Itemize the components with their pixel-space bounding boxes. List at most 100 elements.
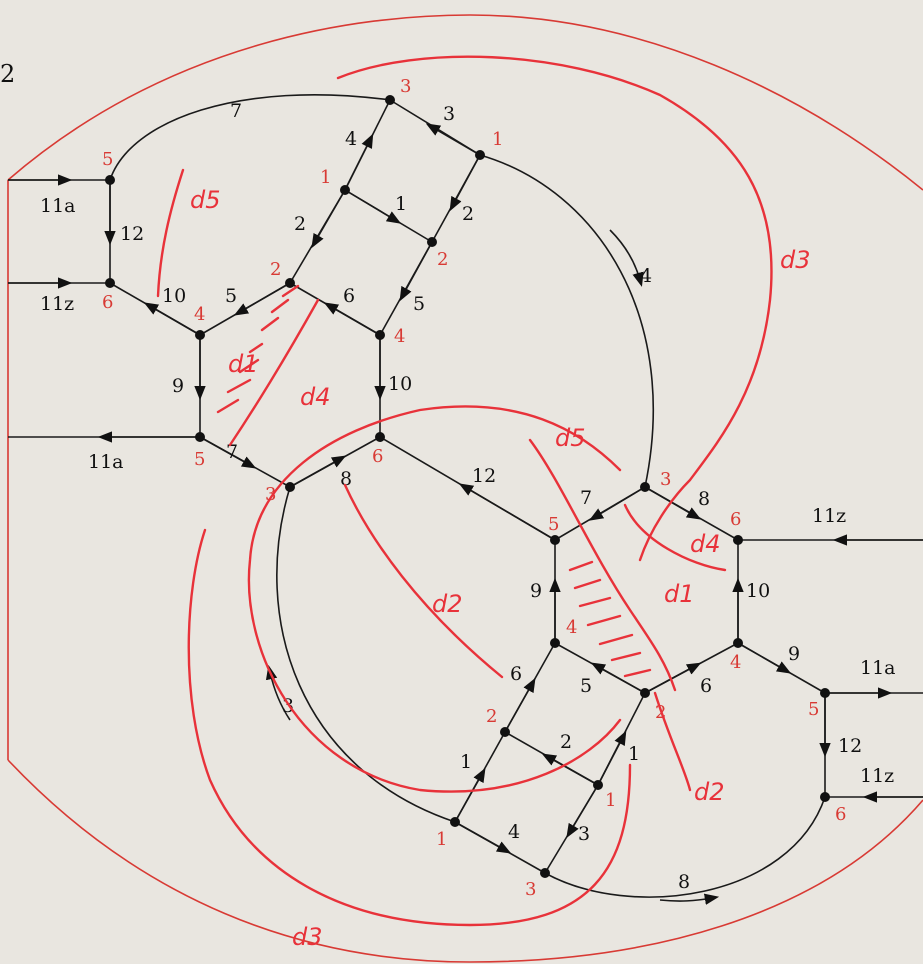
vertex <box>375 432 385 442</box>
edge-3-arrow <box>425 123 481 156</box>
vertex <box>105 278 115 288</box>
edge-9b-br-arrow <box>737 642 792 674</box>
edge-2b-arrow <box>449 154 481 212</box>
edge-label: 6 <box>700 675 712 697</box>
vertex <box>593 780 603 790</box>
edge-5b-arrow <box>399 241 433 302</box>
edge-1b-br-arrow <box>454 767 486 823</box>
vertex-label: 5 <box>548 514 559 535</box>
edge-label: 7 <box>580 487 592 509</box>
edge-1-arrow <box>344 189 402 224</box>
edge-label: 6 <box>510 663 522 685</box>
vertex-label: 2 <box>437 249 448 270</box>
vertex <box>375 330 385 340</box>
edge-label: 10 <box>162 285 186 307</box>
vertex <box>640 688 650 698</box>
annotation-label: d5 <box>190 186 221 214</box>
boundary-curve <box>7 759 923 963</box>
vertex-label: 4 <box>194 304 205 325</box>
vertex-label: 6 <box>372 446 383 467</box>
vertex-label: 1 <box>436 829 447 850</box>
vertex-label: 5 <box>194 449 205 470</box>
vertex <box>820 792 830 802</box>
vertices <box>105 95 830 878</box>
vertex-label: 5 <box>808 699 819 720</box>
edge-label: 12 <box>120 223 144 245</box>
external-label: 11a <box>40 195 76 217</box>
edge-3-br-arrow <box>566 784 599 839</box>
vertex <box>285 278 295 288</box>
edge-label: 8 <box>340 468 352 490</box>
edge-label: 9 <box>530 580 542 602</box>
vertex <box>475 150 485 160</box>
edge-label: 7 <box>226 441 238 463</box>
edge-label: 8 <box>698 488 710 510</box>
hatch-bottom <box>568 560 652 678</box>
vertex-label: 2 <box>270 259 281 280</box>
edge-label: 2 <box>294 213 306 235</box>
annotation-label: d2 <box>694 778 725 806</box>
d5-mid-curve <box>528 438 677 692</box>
annotation-curves <box>156 55 773 927</box>
edge-label: 1 <box>395 193 407 215</box>
edge-8-mid-arrow <box>289 455 347 488</box>
vertex-label: 3 <box>265 484 276 505</box>
edge-label: 8 <box>678 871 690 893</box>
edge-label: 5 <box>413 293 425 315</box>
vertex-label: 4 <box>730 652 741 673</box>
vertex <box>550 535 560 545</box>
vertex-label: 6 <box>102 292 113 313</box>
annotation-label: d4 <box>300 383 331 411</box>
d2-mid-curve <box>343 483 504 679</box>
external-label: 11z <box>40 293 74 315</box>
annotation-label: d2 <box>432 590 463 618</box>
d3-curve <box>336 55 773 562</box>
edge-2-br-arrow <box>541 753 599 786</box>
annotation-label: d1 <box>664 580 695 608</box>
edge-label: 1 <box>628 743 640 765</box>
vertex-label: 1 <box>605 790 616 811</box>
edge-label: 5 <box>225 285 237 307</box>
vertex-label: 3 <box>400 76 411 97</box>
annotation-label: d5 <box>555 424 586 452</box>
edge-label: 12 <box>472 465 496 487</box>
edge-label: 4 <box>640 265 652 287</box>
edge-label: 9 <box>172 375 184 397</box>
annotation-label: d3 <box>292 923 323 951</box>
vertex <box>733 638 743 648</box>
edge-label: 7 <box>230 100 242 122</box>
vertex <box>820 688 830 698</box>
page-number: 2 <box>0 60 15 88</box>
edge-label: 1 <box>460 751 472 773</box>
vertex <box>340 185 350 195</box>
edge-label: 2 <box>560 731 572 753</box>
edge-arc-7 <box>109 94 391 181</box>
hatch <box>216 284 300 414</box>
vertex <box>285 482 295 492</box>
edge-10-arrow <box>143 302 201 336</box>
vertex-label: 6 <box>835 804 846 825</box>
vertex <box>500 727 510 737</box>
vertex <box>195 432 205 442</box>
edge-label: 10 <box>746 580 770 602</box>
edge-arc-4 <box>479 154 654 488</box>
edge-arc-8-arrow <box>659 893 720 905</box>
vertex-label: 3 <box>525 879 536 900</box>
vertex-label: 6 <box>730 509 741 530</box>
edge-label: 4 <box>508 821 520 843</box>
vertex-label: 3 <box>660 469 671 490</box>
edge-label: 2 <box>462 203 474 225</box>
edge-label: 5 <box>580 675 592 697</box>
vertex <box>195 330 205 340</box>
edge-arc-3 <box>276 486 456 823</box>
vertex <box>427 237 437 247</box>
annotation-label: d1 <box>228 350 259 378</box>
edge-5a-arrow <box>233 282 291 316</box>
edge-5-br-arrow <box>590 662 646 694</box>
vertex-label: 4 <box>566 617 577 638</box>
vertex-label: 1 <box>492 129 503 150</box>
annotation-label: d4 <box>690 530 721 558</box>
edge-1-br-arrow <box>597 730 627 786</box>
vertex <box>640 482 650 492</box>
